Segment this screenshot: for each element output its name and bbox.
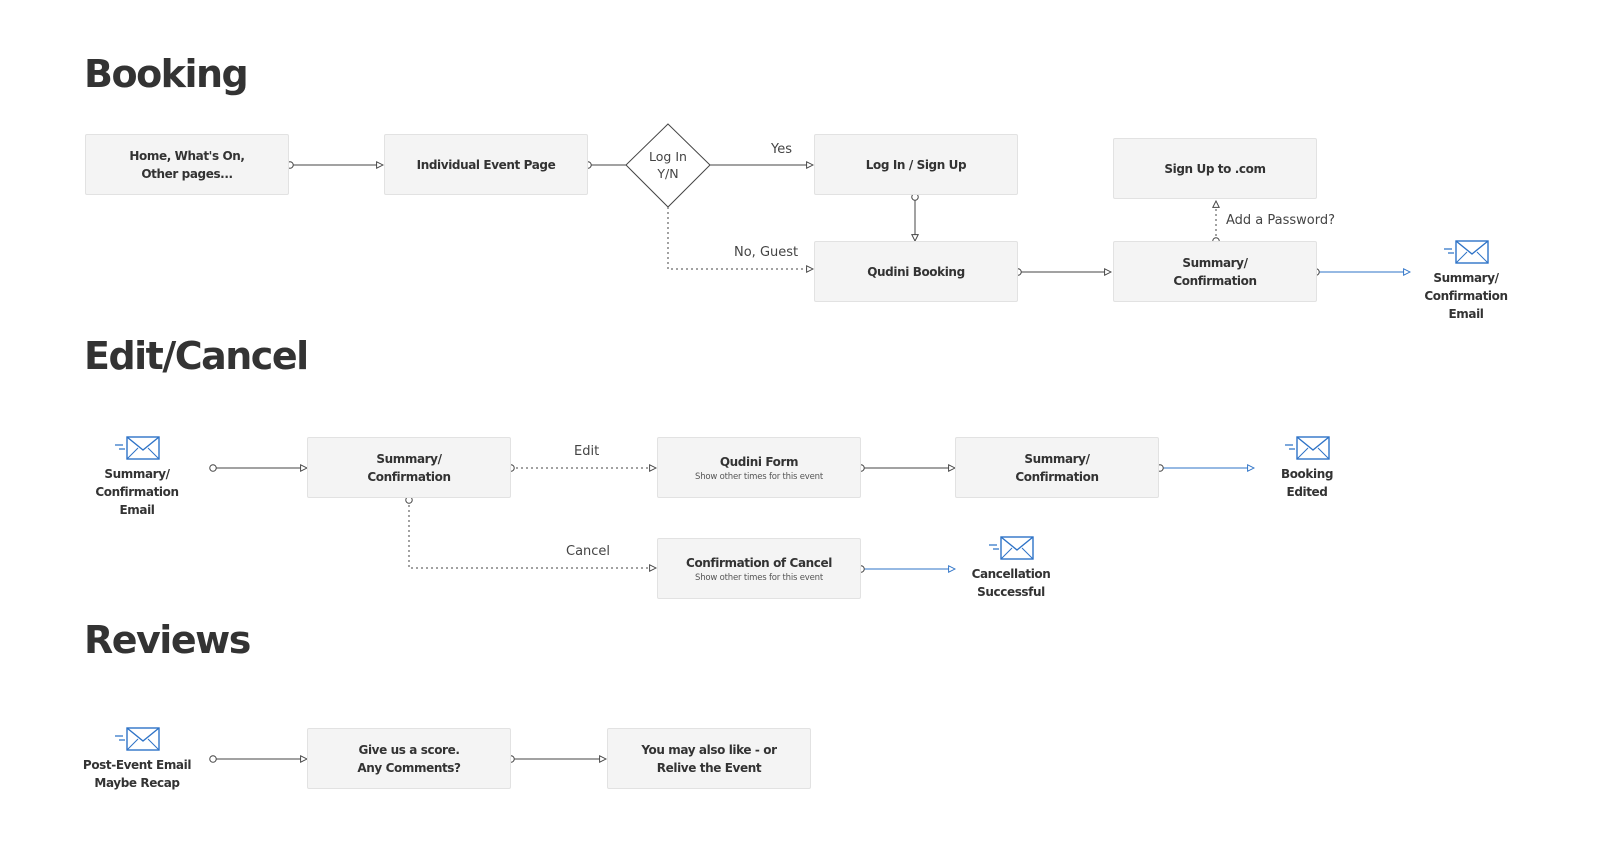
node-qudini-form: Qudini Form Show other times for this ev… [657,437,861,498]
node-login: Log In / Sign Up [814,134,1018,195]
decision-line1: Log In [649,149,687,164]
node-also-like-label: You may also like - or Relive the Event [641,742,777,775]
node-qudini-form-label: Qudini Form [719,455,799,469]
section-title-booking: Booking [84,52,249,96]
node-confirm-cancel-label: Confirmation of Cancel [686,556,832,570]
node-score: Give us a score. Any Comments? [307,728,511,789]
label-no-guest: No, Guest [734,245,799,260]
node-home: Home, What's On, Other pages... [85,134,289,195]
label-add-password: Add a Password? [1226,213,1336,228]
decision-line2: Y/N [657,166,679,181]
edge-no-guest [667,207,813,269]
post-event-email: Post-Event Email Maybe Recap [77,726,197,792]
node-qudini-booking: Qudini Booking [814,241,1018,302]
node-edit-summary: Summary/ Confirmation [307,437,511,498]
node-confirm-cancel-sub: Show other times for this event [695,573,823,583]
node-also-like: You may also like - or Relive the Event [607,728,811,789]
node-edit-summary-label: Summary/ Confirmation [367,451,451,484]
node-qudini-booking-label: Qudini Booking [867,264,965,279]
post-event-email-caption: Post-Event Email Maybe Recap [82,758,192,790]
cancel-success-caption: Cancellation Successful [971,567,1051,599]
booking-email-caption: Summary/ Confirmation Email [1424,271,1508,321]
edge-cancel [409,500,656,568]
booking-edited-email: Booking Edited [1247,435,1367,501]
section-title-edit-cancel: Edit/Cancel [84,334,309,378]
node-signup-com: Sign Up to .com [1113,138,1317,199]
booking-edited-caption: Booking Edited [1280,467,1334,499]
node-signup-com-label: Sign Up to .com [1164,161,1266,176]
section-title-reviews: Reviews [84,618,251,662]
node-edit-summary2-label: Summary/ Confirmation [1015,451,1099,484]
label-yes: Yes [771,142,792,157]
node-booking-summary-label: Summary/ Confirmation [1173,255,1257,288]
label-edit: Edit [574,444,600,459]
node-login-label: Log In / Sign Up [865,157,967,172]
node-edit-summary2: Summary/ Confirmation [955,437,1159,498]
label-cancel: Cancel [566,544,611,559]
envelope-icon [115,727,160,751]
node-qudini-form-sub: Show other times for this event [695,472,823,482]
booking-confirmation-email: Summary/ Confirmation Email [1406,239,1526,323]
node-home-label: Home, What's On, Other pages... [129,148,245,181]
envelope-icon [1444,240,1489,264]
envelope-icon [989,536,1034,560]
envelope-icon [115,436,160,460]
node-event-page: Individual Event Page [384,134,588,195]
node-confirm-cancel: Confirmation of Cancel Show other times … [657,538,861,599]
node-event-page-label: Individual Event Page [416,157,556,172]
cancel-success-email: Cancellation Successful [951,535,1071,601]
decision-label: Log In Y/N [628,148,708,182]
node-booking-summary: Summary/ Confirmation [1113,241,1317,302]
edit-input-email-caption: Summary/ Confirmation Email [95,467,179,517]
node-score-label: Give us a score. Any Comments? [357,742,461,775]
edit-input-email: Summary/ Confirmation Email [77,435,197,519]
envelope-icon [1285,436,1330,460]
